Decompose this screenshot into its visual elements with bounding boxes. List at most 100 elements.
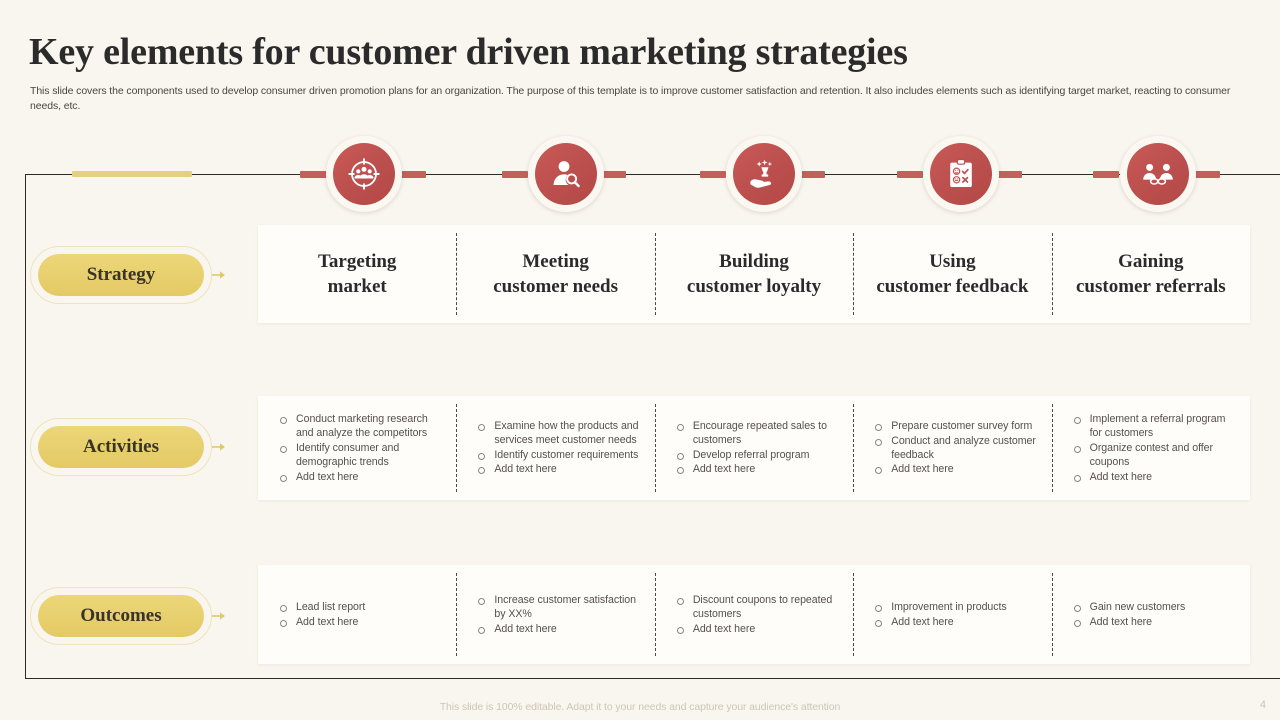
strategy-row-card: Targeting market Meeting customer needs … [258, 225, 1250, 323]
strategy-cell-targeting: Targeting market [258, 225, 456, 323]
timeline-node-feedback[interactable] [923, 136, 999, 212]
timeline-node-targeting[interactable] [326, 136, 402, 212]
bullet-list: Implement a referral program for custome… [1052, 412, 1250, 485]
list-item: Conduct marketing research and analyze t… [276, 412, 446, 440]
timeline-node-referrals[interactable] [1120, 136, 1196, 212]
outcomes-cell-targeting: Lead list report Add text here [258, 565, 456, 664]
survey-clipboard-icon [950, 159, 972, 187]
timeline-node-loyalty[interactable] [726, 136, 802, 212]
activities-row-card: Conduct marketing research and analyze t… [258, 396, 1250, 500]
list-item: Implement a referral program for custome… [1070, 412, 1240, 440]
activities-cell-loyalty: Encourage repeated sales to customers De… [654, 396, 853, 500]
strategy-line-1: Gaining [1118, 251, 1184, 272]
bullet-list: Examine how the products and services me… [456, 419, 654, 477]
arrow-right-icon [212, 442, 226, 452]
timeline-icon-row [0, 136, 1280, 212]
node-disc [733, 143, 795, 205]
timeline-connector-3b [897, 171, 923, 178]
activities-cell-targeting: Conduct marketing research and analyze t… [258, 396, 456, 500]
timeline-connector-5 [1194, 171, 1220, 178]
node-disc [333, 143, 395, 205]
bullet-list: Improvement in products Add text here [853, 600, 1051, 629]
hand-award-icon [750, 159, 772, 188]
bullet-list: Lead list report Add text here [258, 600, 456, 629]
list-item: Add text here [276, 615, 446, 629]
strategy-line-1: Targeting [317, 251, 397, 272]
strategy-line-2: customer referrals [1076, 276, 1226, 297]
content-frame [25, 174, 1280, 679]
list-item: Add text here [871, 462, 1041, 476]
list-item: Add text here [1070, 615, 1240, 629]
list-item: Discount coupons to repeated customers [673, 593, 843, 621]
list-item: Identify consumer and demographic trends [276, 441, 446, 469]
list-item: Improvement in products [871, 600, 1041, 614]
node-disc [930, 143, 992, 205]
list-item: Conduct and analyze customer feedback [871, 434, 1041, 462]
pill-outline [30, 587, 212, 645]
row-label-strategy[interactable]: Strategy [30, 246, 226, 304]
strategy-line-2: customer needs [493, 276, 618, 297]
activities-cell-meeting-needs: Examine how the products and services me… [456, 396, 654, 500]
customer-search-icon [553, 161, 580, 188]
timeline-connector-1a [400, 171, 426, 178]
bullet-list: Prepare customer survey form Conduct and… [853, 419, 1051, 477]
bullet-list: Encourage repeated sales to customers De… [655, 419, 853, 477]
strategy-line-1: Using [929, 251, 976, 272]
pill-outline [30, 418, 212, 476]
outcomes-cell-referrals: Gain new customers Add text here [1051, 565, 1250, 664]
list-item: Add text here [474, 462, 644, 476]
list-item: Identify customer requirements [474, 448, 644, 462]
strategy-cell-meeting-needs: Meeting customer needs [456, 225, 654, 323]
strategy-line-2: customer loyalty [686, 276, 822, 297]
list-item: Add text here [673, 462, 843, 476]
list-item: Prepare customer survey form [871, 419, 1041, 433]
row-label-outcomes[interactable]: Outcomes [30, 587, 226, 645]
footer-note: This slide is 100% editable. Adapt it to… [439, 701, 841, 713]
strategy-cell-feedback: Using customer feedback [853, 225, 1051, 323]
bullet-list: Increase customer satisfaction by XX% Ad… [456, 593, 654, 637]
list-item: Lead list report [276, 600, 446, 614]
list-item: Examine how the products and services me… [474, 419, 644, 447]
pill-outline [30, 246, 212, 304]
arrow-right-icon [212, 270, 226, 280]
list-item: Add text here [1070, 470, 1240, 484]
outcomes-cell-meeting-needs: Increase customer satisfaction by XX% Ad… [456, 565, 654, 664]
row-label-activities[interactable]: Activities [30, 418, 226, 476]
bullet-list: Discount coupons to repeated customers A… [655, 593, 853, 637]
list-item: Add text here [871, 615, 1041, 629]
row-label-strategy-text: Strategy [38, 254, 204, 296]
list-item: Gain new customers [1070, 600, 1240, 614]
timeline-connector-2a [600, 171, 626, 178]
strategy-line-1: Building [719, 251, 789, 272]
timeline-connector-4b [1093, 171, 1119, 178]
timeline-connector-4a [996, 171, 1022, 178]
strategy-cell-referrals: Gaining customer referrals [1051, 225, 1250, 323]
timeline-connector-3a [799, 171, 825, 178]
target-audience-icon [348, 158, 380, 190]
row-label-outcomes-text: Outcomes [38, 595, 204, 637]
bullet-list: Conduct marketing research and analyze t… [258, 412, 456, 485]
outcomes-cell-loyalty: Discount coupons to repeated customers A… [654, 565, 853, 664]
timeline-highlight-segment [72, 171, 192, 177]
arrow-right-icon [212, 611, 226, 621]
activities-cell-referrals: Implement a referral program for custome… [1051, 396, 1250, 500]
list-item: Add text here [276, 470, 446, 484]
strategy-line-1: Meeting [522, 251, 589, 272]
referral-partners-icon [1143, 163, 1173, 185]
strategy-cell-loyalty: Building customer loyalty [654, 225, 853, 323]
list-item: Develop referral program [673, 448, 843, 462]
list-item: Add text here [673, 622, 843, 636]
list-item: Organize contest and offer coupons [1070, 441, 1240, 469]
node-disc [1127, 143, 1189, 205]
node-disc [535, 143, 597, 205]
strategy-line-2: customer feedback [876, 276, 1029, 297]
bullet-list: Gain new customers Add text here [1052, 600, 1250, 629]
list-item: Increase customer satisfaction by XX% [474, 593, 644, 621]
page-number: 4 [1259, 699, 1266, 711]
timeline-node-meeting-needs[interactable] [528, 136, 604, 212]
strategy-line-2: market [327, 276, 387, 297]
page-subtitle: This slide covers the components used to… [30, 85, 1231, 112]
list-item: Encourage repeated sales to customers [673, 419, 843, 447]
timeline-connector-1b [502, 171, 528, 178]
timeline-connector-0 [300, 171, 328, 178]
